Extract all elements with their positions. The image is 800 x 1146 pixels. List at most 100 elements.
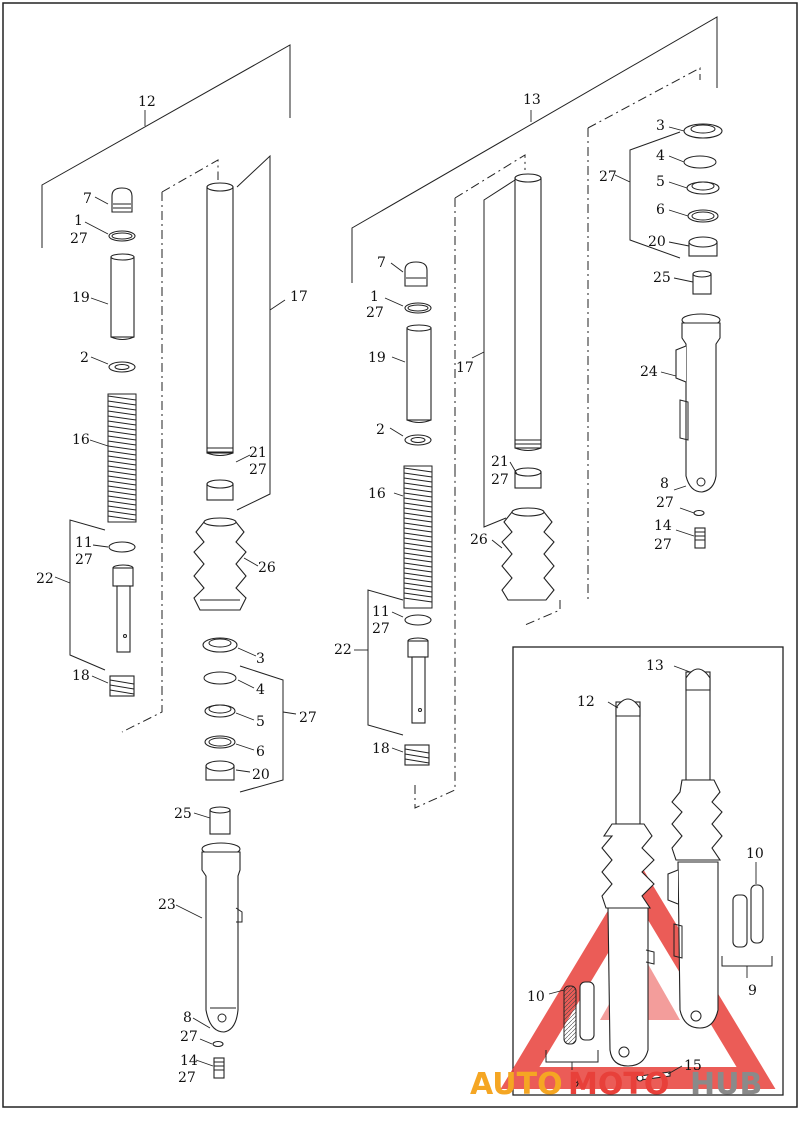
rubber-boot-part-26: [193, 517, 247, 611]
label-26: 26: [258, 560, 276, 576]
stop-part-25-b: [692, 270, 712, 295]
label-21: 21: [249, 445, 267, 461]
assembled-fork-13: [667, 668, 723, 1029]
part-labels: 12 7 1 27 19 2 16 11 27 22 18 17 21 27 2…: [36, 92, 764, 1091]
label-4: 4: [656, 148, 665, 164]
label-6: 6: [656, 202, 665, 218]
label-3: 3: [656, 118, 665, 134]
bushing-part-21-b: [514, 467, 542, 489]
label-27: 27: [366, 305, 384, 321]
label-17: 17: [456, 360, 474, 376]
watermark-part-1: AUTO: [470, 1067, 563, 1102]
drain-bolt-part-14: [213, 1057, 225, 1079]
label-18: 18: [72, 668, 90, 684]
watermark-part-2: MOTO: [568, 1067, 669, 1102]
label-14: 14: [654, 518, 672, 534]
slider-part-24: [675, 313, 721, 493]
label-16: 16: [368, 486, 386, 502]
label-21: 21: [491, 454, 509, 470]
label-27: 27: [599, 169, 617, 185]
label-7: 7: [83, 191, 92, 207]
bushing-part-20: [205, 760, 235, 781]
assembled-fork-12: [601, 698, 655, 1067]
fork-spring-part-16-b: [403, 465, 433, 609]
bushing-part-21: [206, 479, 234, 501]
watermark-logo: AUTO MOTO HUB: [470, 1067, 762, 1102]
label-27: 27: [491, 472, 509, 488]
label-10: 10: [527, 989, 545, 1005]
seal-part-3: [202, 637, 238, 653]
damper-rod: [112, 564, 134, 653]
label-9: 9: [748, 983, 757, 999]
label-27: 27: [654, 537, 672, 553]
label-24: 24: [640, 364, 658, 380]
label-9: 9: [571, 1075, 580, 1091]
seal-part-5-b: [686, 181, 720, 195]
label-7: 7: [377, 255, 386, 271]
watermark-part-3: HUB: [690, 1067, 762, 1102]
label-1: 1: [74, 213, 83, 229]
label-27: 27: [180, 1029, 198, 1045]
axle-bolt-part-15: [636, 1071, 671, 1082]
label-26: 26: [470, 532, 488, 548]
label-19: 19: [368, 350, 386, 366]
label-12: 12: [138, 94, 156, 110]
middle-fork-assembly: [351, 16, 723, 809]
label-27: 27: [372, 621, 390, 637]
cap-bolt-part-7-b: [404, 261, 428, 287]
rebound-spring-part-18: [109, 675, 135, 697]
label-8: 8: [660, 476, 669, 492]
fork-tube-part-17-b: [514, 173, 542, 451]
label-11: 11: [372, 604, 390, 620]
fork-spring-part-16: [107, 393, 137, 523]
label-5: 5: [256, 714, 265, 730]
label-19: 19: [72, 290, 90, 306]
damper-rod-b: [407, 637, 429, 724]
cap-bolt-part-7: [111, 187, 133, 213]
label-3: 3: [256, 651, 265, 667]
label-27: 27: [75, 552, 93, 568]
spacer-tube-part-19-b: [406, 324, 432, 423]
label-2: 2: [376, 422, 385, 438]
diagram-frame: [2, 2, 798, 1108]
label-22: 22: [36, 571, 54, 587]
label-6: 6: [256, 744, 265, 760]
assembled-view-inset: [500, 646, 784, 1096]
spacer-tube-part-19: [110, 253, 135, 340]
label-12: 12: [577, 694, 595, 710]
label-20: 20: [648, 234, 666, 250]
seal-part-5: [204, 704, 236, 718]
label-2: 2: [80, 350, 89, 366]
label-13: 13: [523, 92, 541, 108]
label-18: 18: [372, 741, 390, 757]
label-15: 15: [684, 1058, 702, 1074]
label-13: 13: [646, 658, 664, 674]
reflector-plate-left: [545, 981, 599, 1063]
slider-part-23: [201, 842, 243, 1033]
rubber-boot-part-26-b: [501, 507, 555, 601]
label-27: 27: [249, 462, 267, 478]
label-27: 27: [70, 231, 88, 247]
seal-part-3-b: [683, 123, 723, 139]
reflector-plate-right: [721, 884, 773, 967]
label-23: 23: [158, 897, 176, 913]
label-25: 25: [653, 270, 671, 286]
drain-bolt-part-14-b: [694, 527, 706, 549]
label-27: 27: [299, 710, 317, 726]
label-17: 17: [290, 289, 308, 305]
bushing-part-20-b: [688, 236, 718, 257]
label-14: 14: [180, 1053, 198, 1069]
label-5: 5: [656, 174, 665, 190]
label-11: 11: [75, 535, 93, 551]
fork-tube-part-17: [206, 182, 234, 456]
rebound-spring-part-18-b: [404, 744, 430, 766]
left-fork-assembly: [41, 44, 297, 1079]
label-8: 8: [183, 1010, 192, 1026]
label-22: 22: [334, 642, 352, 658]
label-16: 16: [72, 432, 90, 448]
stop-part-25: [209, 806, 231, 835]
label-10: 10: [746, 846, 764, 862]
label-4: 4: [256, 682, 265, 698]
label-25: 25: [174, 806, 192, 822]
